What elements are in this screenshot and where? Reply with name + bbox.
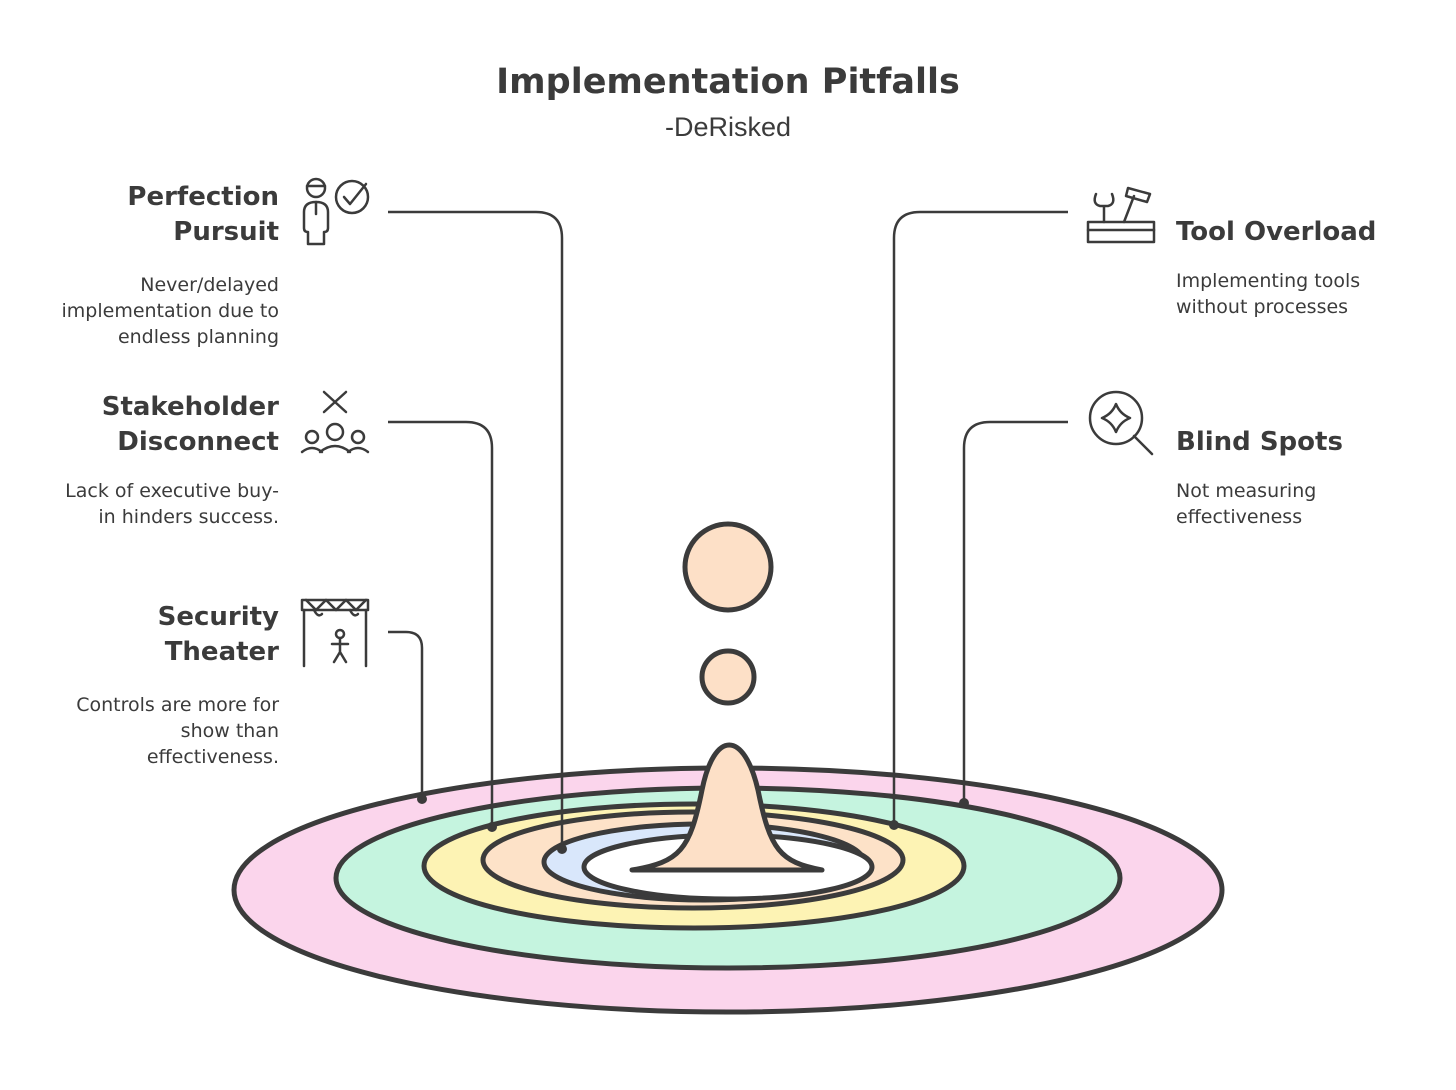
connector-dot xyxy=(959,798,969,808)
connector-theater xyxy=(388,630,424,798)
connector-stakeholder xyxy=(388,420,494,826)
description-line: Not measuring xyxy=(1176,480,1317,502)
description-line: in hinders success. xyxy=(98,506,279,528)
page-subtitle: -DeRisked xyxy=(664,112,792,142)
droplet-small xyxy=(699,648,757,706)
page-title: Implementation Pitfalls xyxy=(496,62,960,102)
pitfall-stakeholder-title-line1: Stakeholder xyxy=(101,392,279,422)
pitfall-theater-title-line2: Theater xyxy=(164,637,279,667)
toolbox-icon xyxy=(1086,186,1156,244)
disconnected-people-icon xyxy=(300,390,370,454)
description-line: implementation due to xyxy=(61,300,280,322)
description-line: without processes xyxy=(1176,296,1349,318)
description-line: Never/delayed xyxy=(140,274,279,296)
pitfall-tools-title: Tool Overload xyxy=(1176,217,1377,247)
droplet-large xyxy=(682,521,774,613)
description-line: show than xyxy=(180,720,279,742)
description-line: Lack of executive buy- xyxy=(65,480,279,502)
pitfall-blind-description: Not measuring effectiveness xyxy=(1176,478,1316,530)
connector-dot xyxy=(557,844,567,854)
connector-tools xyxy=(892,210,1068,824)
pitfall-stakeholder-title: Stakeholder Disconnect xyxy=(102,390,279,460)
perfectionist-icon xyxy=(302,177,370,246)
pitfall-stakeholder-description: Lack of executive buy- in hinders succes… xyxy=(65,478,279,530)
description-line: effectiveness. xyxy=(146,746,279,768)
connector-dot xyxy=(487,822,497,832)
ripples xyxy=(231,765,1225,1015)
connectors xyxy=(388,210,1068,848)
splash-cone xyxy=(629,742,825,873)
connector-perfection xyxy=(388,210,564,848)
connector-dot xyxy=(889,820,899,830)
connector-blind xyxy=(962,420,1068,802)
pitfall-perfection-description: Never/delayed implementation due to endl… xyxy=(62,272,280,350)
pitfall-theater-description: Controls are more for show than effectiv… xyxy=(76,692,279,770)
theater-stage-icon xyxy=(300,598,370,668)
connector-dots xyxy=(417,794,969,854)
pitfall-tools-description: Implementing tools without processes xyxy=(1176,268,1360,320)
pitfall-perfection-title-line2: Pursuit xyxy=(173,217,279,247)
description-line: effectiveness xyxy=(1176,506,1303,528)
description-line: endless planning xyxy=(117,326,279,348)
description-line: Controls are more for xyxy=(76,694,279,716)
pitfall-theater-title-line1: Security xyxy=(157,602,279,632)
description-line: Implementing tools xyxy=(1176,270,1361,292)
pitfall-perfection-title-line1: Perfection xyxy=(127,182,279,212)
magnifier-sparkle-icon xyxy=(1088,390,1154,456)
connector-dot xyxy=(417,794,427,804)
pitfall-theater-title: Security Theater xyxy=(158,600,279,670)
pitfall-blind-title: Blind Spots xyxy=(1176,427,1343,457)
pitfall-stakeholder-title-line2: Disconnect xyxy=(117,427,279,457)
pitfall-perfection-title: Perfection Pursuit xyxy=(127,180,279,250)
